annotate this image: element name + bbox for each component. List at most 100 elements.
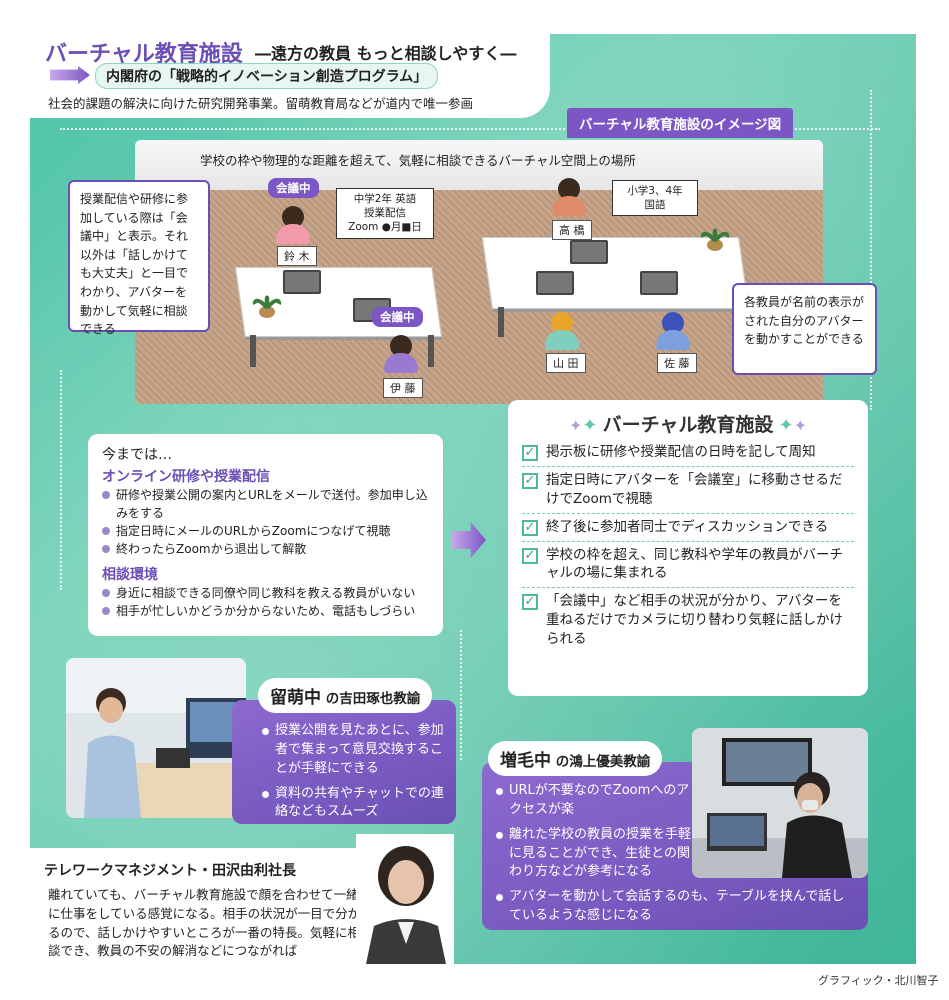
divider bbox=[522, 587, 854, 589]
avatar-name-ito: 伊 藤 bbox=[383, 378, 423, 398]
quote-text: 離れていても、バーチャル教育施設で顔を合わせて一緒に仕事をしている感覚になる。相… bbox=[48, 887, 361, 959]
avatar-name-sato: 佐 藤 bbox=[657, 353, 697, 373]
mashike-teacher-label: 増毛中 の鴻上優美教諭 bbox=[488, 741, 663, 776]
list-item-text: 資料の共有やチャットでの連絡などもスムーズ bbox=[275, 785, 444, 820]
avatar-body bbox=[656, 330, 690, 350]
photo-president bbox=[356, 834, 454, 964]
virtual-title-row: ✦✦ バーチャル教育施設 ✦✦ bbox=[522, 410, 854, 437]
divider bbox=[522, 512, 854, 514]
meeting-status-badge: 会議中 bbox=[268, 178, 319, 198]
list-item-text: 授業公開を見たあとに、参加者で集まって意見交換することが手軽にできる bbox=[275, 723, 444, 776]
bullet-icon bbox=[496, 894, 503, 902]
list-item-text: URLが不要なのでZoomへのアクセスが楽 bbox=[509, 783, 690, 817]
list-item-text: 相手が忙しいかどうか分からないため、電話もしづらい bbox=[116, 604, 416, 618]
photo-rumoi-teacher bbox=[66, 658, 246, 818]
dotted-line bbox=[60, 370, 62, 590]
avatar bbox=[390, 335, 412, 357]
bullet-icon bbox=[496, 831, 503, 839]
teacher-name: の吉田琢也教諭 bbox=[321, 691, 421, 707]
notice-board-left: 中学2年 英語 授業配信 Zoom ●月■日 bbox=[336, 188, 434, 239]
image-title-tab: バーチャル教育施設のイメージ図 bbox=[567, 108, 794, 138]
plant-icon bbox=[252, 295, 282, 318]
before-heading: 今までは… bbox=[102, 447, 172, 463]
table-leg bbox=[498, 307, 504, 337]
avatar-name-takahashi: 高 橋 bbox=[552, 220, 592, 240]
quote-title: テレワークマネジメント・田沢由利社長 bbox=[44, 863, 296, 879]
list-item: 研修や授業公開の案内とURLをメールで送付。参加申し込みをする bbox=[102, 486, 429, 522]
virtual-title: バーチャル教育施設 bbox=[602, 414, 774, 436]
avatar bbox=[662, 312, 684, 334]
board-line: 小学3、4年 bbox=[627, 185, 683, 197]
sparkle-icon: ✦ bbox=[778, 415, 794, 436]
list-item-text: 身近に相談できる同僚や同じ教科を教える教員がいない bbox=[116, 586, 416, 600]
checkbox-icon: ✓ bbox=[522, 472, 538, 489]
school-name: 留萌中 bbox=[270, 688, 321, 708]
page-title: バーチャル教育施設 bbox=[45, 42, 243, 67]
list-item: アバターを動かして会話するのも、テーブルを挟んで話しているような感じになる bbox=[496, 888, 856, 926]
laptop-icon bbox=[283, 270, 321, 294]
list-item-text: 「会議中」など相手の状況が分かり、アバターを重ねるだけでカメラに切り替わり気軽に… bbox=[546, 593, 843, 648]
note-avatar-control: 各教員が名前の表示がされた自分のアバターを動かすことができる bbox=[732, 283, 877, 375]
list-item-text: 掲示板に研修や授業配信の日時を記して周知 bbox=[546, 444, 816, 460]
dotted-line bbox=[870, 90, 872, 410]
school-name: 増毛中 bbox=[500, 751, 551, 771]
list-item: 終わったらZoomから退出して解散 bbox=[102, 540, 429, 558]
bullet-icon bbox=[262, 728, 269, 735]
bullet-icon bbox=[102, 545, 110, 553]
list-item: ✓ 「会議中」など相手の状況が分かり、アバターを重ねるだけでカメラに切り替わり気軽… bbox=[522, 592, 854, 649]
bullet-icon bbox=[102, 607, 110, 615]
checkbox-icon: ✓ bbox=[522, 594, 538, 611]
avatar-body bbox=[545, 330, 579, 350]
list-item: 身近に相談できる同僚や同じ教科を教える教員がいない bbox=[102, 584, 429, 602]
laptop-icon bbox=[536, 271, 574, 295]
bullet-icon bbox=[262, 790, 269, 798]
list-item-text: 指定日時にメールのURLからZoomにつなげて視聴 bbox=[116, 524, 391, 538]
board-line: 中学2年 英語 bbox=[353, 193, 417, 205]
board-line: 授業配信 bbox=[364, 207, 406, 220]
rumoi-teacher-label: 留萌中 の吉田琢也教諭 bbox=[258, 678, 433, 713]
list-item: 資料の共有やチャットでの連絡などもスムーズ bbox=[262, 785, 444, 823]
before-section-consult: 相談環境 bbox=[102, 567, 158, 583]
room-caption: 学校の枠や物理的な距離を超えて、気軽に相談できるバーチャル空間上の場所 bbox=[200, 153, 636, 168]
list-item: 授業公開を見たあとに、参加者で集まって意見交換することが手軽にできる bbox=[262, 722, 444, 779]
teacher-name: の鴻上優美教諭 bbox=[551, 754, 651, 770]
list-item: 離れた学校の教員の授業を手軽に見ることができ、生徒との関わり方などが参考になる bbox=[496, 826, 696, 883]
board-line: Zoom ●月■日 bbox=[348, 221, 422, 234]
list-item-text: 離れた学校の教員の授業を手軽に見ることができ、生徒との関わり方などが参考になる bbox=[509, 826, 692, 880]
avatar bbox=[551, 312, 573, 334]
laptop-icon bbox=[640, 271, 678, 295]
checkbox-icon: ✓ bbox=[522, 547, 538, 564]
graphic-credit: グラフィック・北川智子 bbox=[818, 974, 939, 987]
avatar-name-yamada: 山 田 bbox=[546, 353, 586, 373]
room-wall bbox=[135, 140, 823, 190]
divider bbox=[522, 540, 854, 542]
plant-icon bbox=[700, 228, 730, 251]
before-panel: 今までは… オンライン研修や授業配信 研修や授業公開の案内とURLをメールで送付… bbox=[88, 434, 443, 636]
board-line: 国語 bbox=[644, 199, 666, 212]
bullet-icon bbox=[102, 527, 110, 535]
list-item-text: 終了後に参加者同士でディスカッションできる bbox=[546, 518, 829, 535]
bullet-icon bbox=[102, 491, 110, 499]
laptop-icon bbox=[570, 240, 608, 264]
meeting-status-badge: 会議中 bbox=[372, 307, 423, 327]
notice-board-right: 小学3、4年 国語 bbox=[612, 180, 698, 217]
dotted-line bbox=[460, 630, 462, 760]
list-item: ✓ 指定日時にアバターを「会議室」に移動させるだけでZoomで視聴 bbox=[522, 471, 854, 509]
avatar-body bbox=[276, 224, 310, 244]
checkbox-icon: ✓ bbox=[522, 445, 538, 461]
rumoi-comment-box: 授業公開を見たあとに、参加者で集まって意見交換することが手軽にできる 資料の共有… bbox=[232, 700, 456, 824]
list-item: URLが不要なのでZoomへのアクセスが楽 bbox=[496, 782, 696, 820]
avatar-body bbox=[552, 196, 586, 216]
list-item: 指定日時にメールのURLからZoomにつなげて視聴 bbox=[102, 522, 429, 540]
avatar bbox=[558, 178, 580, 200]
photo-mashike-teacher bbox=[692, 728, 868, 878]
list-item-text: アバターを動かして会話するのも、テーブルを挟んで話しているような感じになる bbox=[509, 889, 845, 924]
list-item-text: 指定日時にアバターを「会議室」に移動させるだけでZoomで視聴 bbox=[546, 471, 843, 507]
program-label: 内閣府の「戦略的イノベーション創造プログラム」 bbox=[95, 63, 439, 89]
bullet-icon bbox=[496, 788, 503, 795]
table-leg bbox=[428, 335, 434, 367]
bullet-icon bbox=[102, 589, 110, 597]
note-meeting-status: 授業配信や研修に参加している際は「会議中」と表示。それ以外は「話しかけても大丈夫… bbox=[68, 180, 210, 336]
virtual-facility-panel: ✦✦ バーチャル教育施設 ✦✦ ✓ 掲示板に研修や授業配信の日時を記して周知 ✓ 指… bbox=[508, 400, 868, 696]
list-item: ✓終了後に参加者同士でディスカッションできる bbox=[522, 518, 854, 537]
